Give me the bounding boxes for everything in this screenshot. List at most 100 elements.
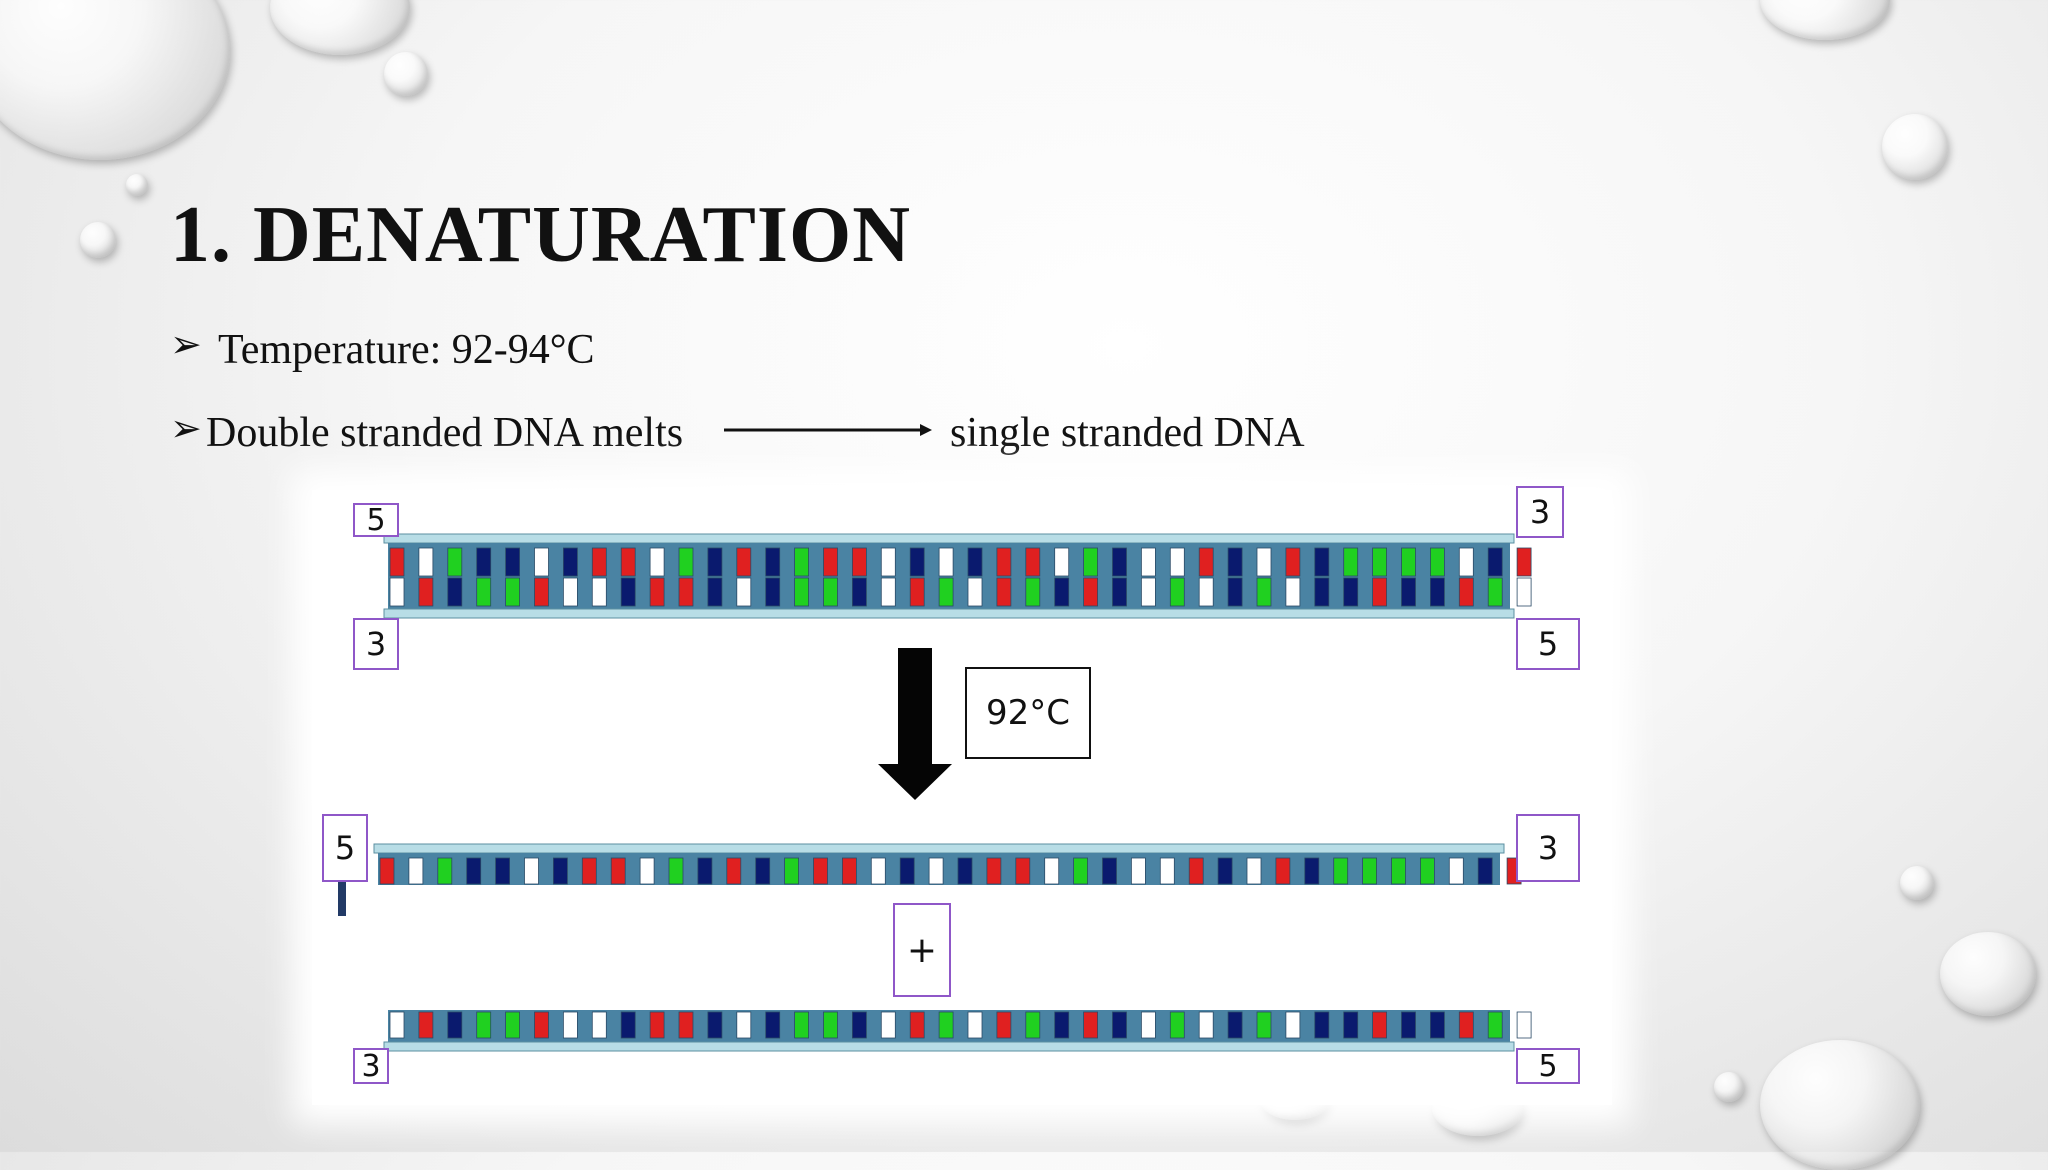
base-pair-lower: [1285, 577, 1301, 607]
single-strand-a-base: [1448, 857, 1464, 885]
single-strand-a-base: [726, 857, 742, 885]
base-pair-upper: [447, 547, 463, 577]
base-pair-upper: [389, 547, 405, 577]
base-pair-upper: [649, 547, 665, 577]
base-pair-lower: [765, 577, 781, 607]
single-strand-a-backbone: [373, 843, 1505, 854]
single-strand-b-base: [1169, 1011, 1185, 1039]
base-pair-upper: [1112, 547, 1127, 577]
base-pair-upper: [1256, 547, 1272, 577]
single-strand-a-base: [639, 857, 655, 885]
single-strand-b-base: [938, 1011, 954, 1039]
single-strand-a-base: [1477, 857, 1493, 885]
base-pair-lower: [678, 577, 694, 607]
water-drop-icon: [126, 174, 148, 196]
base-pair-lower: [1430, 577, 1445, 607]
base-pair-upper: [996, 547, 1012, 577]
single-strand-a-base: [842, 857, 857, 885]
base-pair-upper: [620, 547, 636, 577]
water-drop-icon: [1760, 1040, 1920, 1170]
base-pair-upper: [1285, 547, 1301, 577]
single-strand-b-base: [505, 1011, 521, 1039]
single-strand-b-base: [909, 1011, 925, 1039]
single-strand-a-base: [1159, 857, 1175, 885]
base-pair-upper: [505, 547, 521, 577]
single-strand-a-base: [524, 857, 539, 885]
single-strand-b-base: [880, 1011, 896, 1039]
base-pair-upper: [707, 547, 723, 577]
base-pair-lower: [1169, 577, 1185, 607]
base-pair-lower: [880, 577, 896, 607]
single-strand-a-base: [1015, 857, 1031, 885]
single-strand-a-base: [1246, 857, 1262, 885]
single-strand-b-base: [1112, 1011, 1127, 1039]
single-strand-b-backbone: [383, 1041, 1515, 1052]
single-strand-b-base: [765, 1011, 781, 1039]
base-pair-lower: [1198, 577, 1214, 607]
single-strand-a-base: [957, 857, 973, 885]
single-strand-a-base: [986, 857, 1002, 885]
base-pair-lower: [823, 577, 838, 607]
single-strand-b-base: [1314, 1011, 1330, 1039]
water-drop-icon: [1940, 932, 2036, 1016]
base-pair-upper: [1025, 547, 1041, 577]
bullet-arrow-icon: ➢: [170, 324, 202, 366]
base-pair-lower: [620, 577, 636, 607]
base-pair-lower: [1256, 577, 1272, 607]
single-strand-a-base: [928, 857, 944, 885]
single-strand-b-base: [649, 1011, 665, 1039]
base-pair-lower: [505, 577, 521, 607]
base-pair-upper: [1430, 547, 1445, 577]
base-pair-upper: [736, 547, 752, 577]
water-drop-icon: [80, 222, 116, 258]
bullet-result: single stranded DNA: [950, 410, 1305, 456]
single-strand-b-base: [1372, 1011, 1387, 1039]
end-label-middle-left: 3: [353, 618, 399, 670]
base-pair-lower: [938, 577, 954, 607]
single-strand-a-base: [1217, 857, 1233, 885]
strand-end-marker: [338, 880, 346, 916]
base-pair-lower: [389, 577, 405, 607]
base-pair-lower: [1083, 577, 1098, 607]
base-pair-upper: [563, 547, 578, 577]
base-pair-lower: [1141, 577, 1156, 607]
bullet-dna-melts: Double stranded DNA melts: [206, 410, 684, 456]
base-pair-upper: [794, 547, 809, 577]
base-pair-upper: [1227, 547, 1243, 577]
single-strand-b-base: [1227, 1011, 1243, 1039]
base-pair-upper: [852, 547, 867, 577]
single-strand-a-base: [1131, 857, 1146, 885]
single-strand-a-base: [1304, 857, 1320, 885]
bullet-arrow-icon: ➢: [170, 408, 202, 450]
end-label-top-right: 3: [1516, 486, 1564, 538]
single-strand-b-base: [678, 1011, 694, 1039]
single-strand-a-base: [379, 857, 395, 885]
water-drop-icon: [1714, 1072, 1744, 1102]
base-pair-lower: [1112, 577, 1127, 607]
base-pair-lower: [909, 577, 925, 607]
single-strand-b-base: [1401, 1011, 1416, 1039]
single-strand-a-base: [1044, 857, 1060, 885]
single-strand-b-base: [1083, 1011, 1098, 1039]
single-strand-b-base: [852, 1011, 867, 1039]
base-pair-lower: [1025, 577, 1041, 607]
single-strand-a-base: [581, 857, 597, 885]
base-pair-upper: [1401, 547, 1416, 577]
single-strand-b-base: [476, 1011, 492, 1039]
end-label-single-a-left: 5: [322, 814, 368, 882]
single-strand-a-base: [408, 857, 424, 885]
base-pair-lower: [1458, 577, 1474, 607]
single-strand-b-base: [1343, 1011, 1359, 1039]
base-pair-upper: [476, 547, 492, 577]
base-pair-upper: [678, 547, 694, 577]
base-pair-upper: [1054, 547, 1070, 577]
base-pair-upper: [1372, 547, 1387, 577]
single-strand-a-base: [755, 857, 771, 885]
base-pair-upper: [765, 547, 781, 577]
right-arrow-icon: [724, 424, 932, 436]
base-pair-lower: [1487, 577, 1503, 607]
single-strand-b-base: [794, 1011, 809, 1039]
base-pair-lower: [967, 577, 983, 607]
single-strand-b-base: [591, 1011, 607, 1039]
base-pair-lower: [1314, 577, 1330, 607]
